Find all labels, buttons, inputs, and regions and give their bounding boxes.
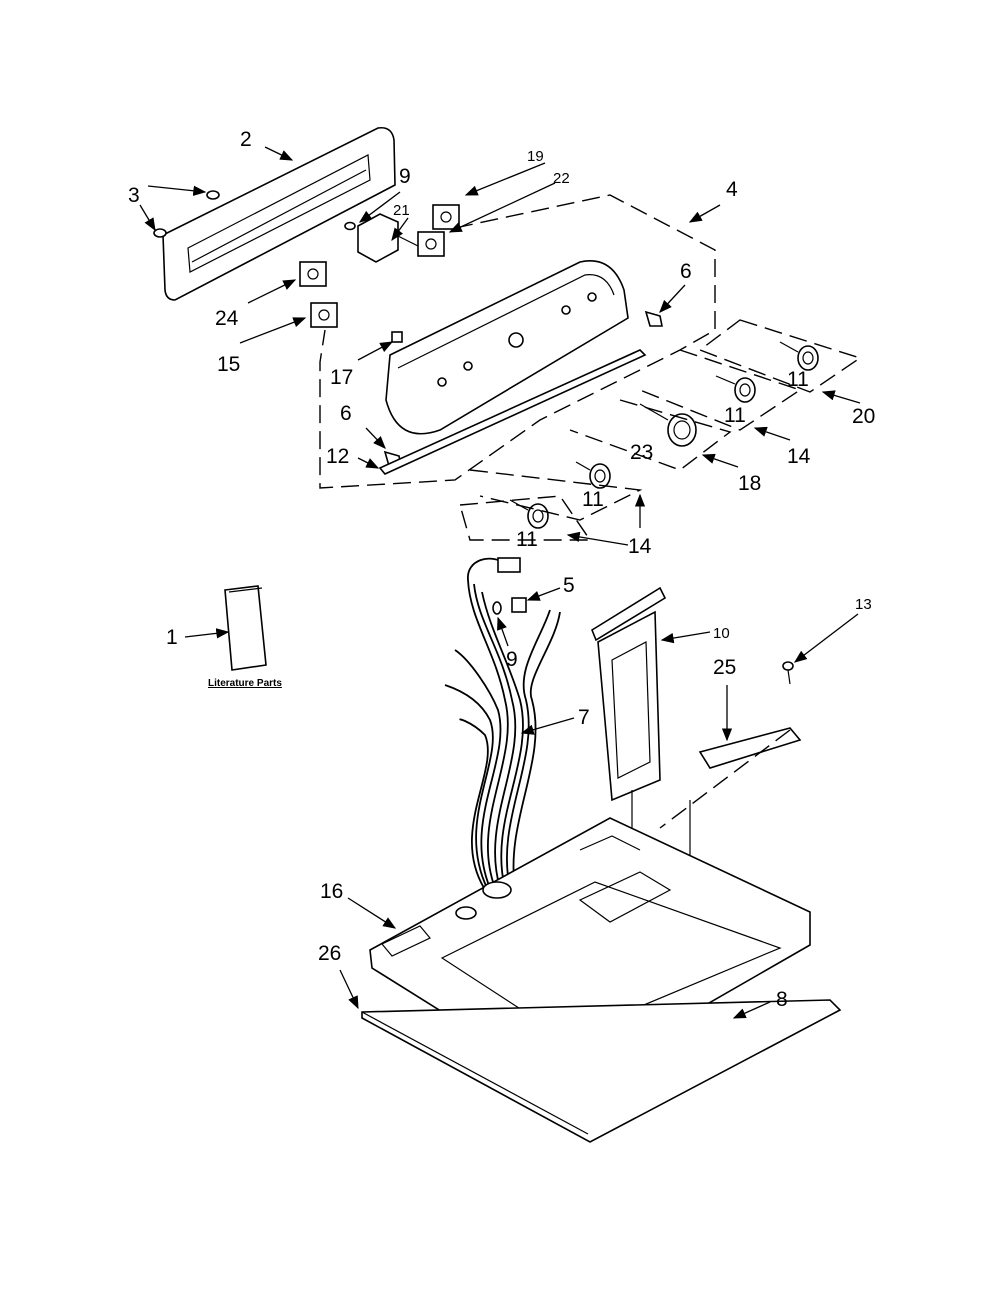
- screw-9-bottom: [492, 601, 502, 615]
- knob-23: [639, 403, 697, 447]
- callout-6-left: 6: [340, 402, 352, 425]
- callout-labels: 1 2 3 4 5 6 6 7 8 9 9 10 11 11 11 11 12 …: [128, 128, 875, 1011]
- callout-11-d: 11: [787, 368, 809, 391]
- knob-box-18: [569, 399, 732, 471]
- callout-1: 1: [166, 626, 178, 649]
- literature-book: [224, 585, 267, 671]
- callout-22: 22: [553, 170, 570, 187]
- switch-22: [417, 231, 445, 257]
- callout-14-b: 14: [628, 535, 652, 558]
- strike-25: [698, 727, 802, 769]
- callout-25: 25: [713, 656, 736, 679]
- callout-11-a: 11: [582, 488, 604, 511]
- console-4: [385, 260, 629, 435]
- knob-11-d: [779, 341, 819, 371]
- callout-15: 15: [217, 353, 240, 376]
- callout-6-right: 6: [680, 260, 692, 283]
- knob-box-11: [469, 469, 643, 521]
- callout-7: 7: [578, 706, 590, 729]
- switch-24: [299, 261, 327, 287]
- callout-2: 2: [240, 128, 252, 151]
- callout-23: 23: [630, 441, 653, 464]
- callout-4: 4: [726, 178, 738, 201]
- switch-15: [310, 302, 338, 328]
- base-26: [361, 999, 842, 1143]
- screw-3: [153, 190, 220, 238]
- light-bar-12: [378, 349, 647, 475]
- callout-arrows: [139, 146, 861, 1019]
- knob-11-a: [575, 461, 611, 489]
- callout-18: 18: [738, 472, 761, 495]
- callout-24: 24: [215, 307, 239, 330]
- callout-9-top: 9: [399, 165, 411, 188]
- literature-parts-label: Literature Parts: [208, 678, 282, 689]
- callout-16: 16: [320, 880, 343, 903]
- knob-box-14a: [639, 349, 802, 431]
- callout-26: 26: [318, 942, 341, 965]
- callout-11-b: 11: [516, 528, 538, 551]
- callout-9-bottom: 9: [506, 648, 518, 671]
- clip-17: [391, 331, 403, 343]
- screw-13: [782, 661, 794, 685]
- switch-19: [432, 204, 460, 230]
- lid-frame-10: [591, 586, 667, 802]
- callout-13: 13: [855, 596, 872, 613]
- wiring-harness-7: [444, 557, 561, 889]
- callout-17: 17: [330, 366, 353, 389]
- timer-21: [357, 213, 419, 263]
- callout-12: 12: [326, 445, 349, 468]
- callout-14-a: 14: [787, 445, 811, 468]
- callout-20: 20: [852, 405, 875, 428]
- callout-21: 21: [393, 202, 410, 219]
- callout-5: 5: [563, 574, 575, 597]
- callout-3: 3: [128, 184, 140, 207]
- callout-10: 10: [713, 625, 730, 642]
- strike-leader: [659, 729, 791, 829]
- console-outline: [319, 194, 716, 489]
- knob-box-20: [698, 319, 862, 393]
- clip-6-right: [644, 310, 663, 327]
- rear-panel-plate: [162, 126, 396, 301]
- knob-11-b: [509, 499, 549, 529]
- callout-11-c: 11: [724, 404, 746, 427]
- bracket-5: [511, 597, 527, 613]
- callout-19: 19: [527, 148, 544, 165]
- screw-9-top: [344, 221, 356, 231]
- knob-11-c: [715, 375, 756, 403]
- callout-8: 8: [776, 988, 788, 1011]
- knob-box-14b: [459, 495, 592, 541]
